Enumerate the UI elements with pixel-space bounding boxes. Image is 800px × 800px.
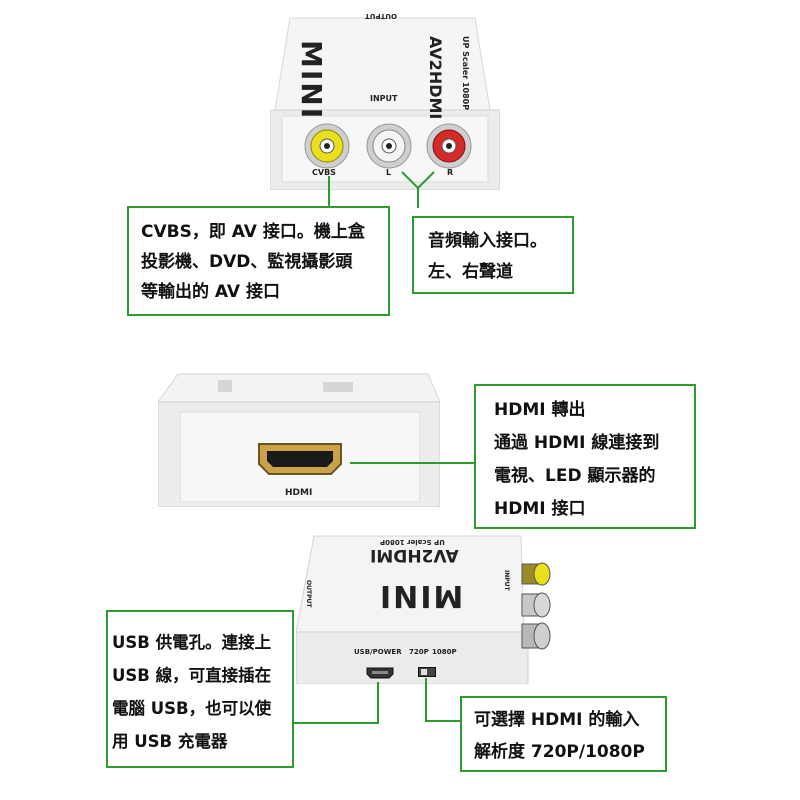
- model-text-top: AV2HDMI: [426, 36, 445, 120]
- device-middle-illustration: [157, 373, 441, 508]
- output-label-top: OUTPUT: [365, 12, 397, 20]
- input-label-bottom: INPUT: [503, 570, 510, 591]
- switch-connector-line-h: [425, 720, 462, 722]
- hdmi-callout-line-3: 電視、LED 顯示器的: [494, 466, 656, 486]
- output-label-bottom: OUTPUT: [305, 580, 312, 608]
- subtext-top: UP Scaler 1080P: [461, 36, 470, 111]
- hdmi-port-label: HDMI: [285, 488, 313, 498]
- usb-power-label: USB/POWER: [354, 648, 402, 656]
- usb-callout-line-1: USB 供電孔。連接上: [112, 633, 272, 652]
- cvbs-callout-line-2: 投影機、DVD、監視攝影頭: [141, 252, 353, 272]
- audio-callout-line-1: 音頻輸入接口。: [428, 231, 547, 251]
- res-1080-label: 1080P: [432, 648, 457, 656]
- usb-callout-line-2: USB 線，可直接插在: [112, 666, 272, 685]
- hdmi-callout-line-4: HDMI 接口: [494, 499, 586, 519]
- usb-callout: USB 供電孔。連接上 USB 線，可直接插在 電腦 USB，也可以使 用 US…: [106, 610, 294, 768]
- left-port-label: L: [386, 168, 392, 177]
- device-bottom-view: [295, 532, 556, 685]
- device-middle-view: [157, 372, 441, 508]
- hdmi-callout: HDMI 轉出 通過 HDMI 線連接到 電視、LED 顯示器的 HDMI 接口: [474, 384, 696, 529]
- resolution-callout-line-1: 可選擇 HDMI 的輸入: [474, 710, 640, 730]
- audio-connector-v: [401, 171, 435, 208]
- rca-white-jack: [365, 122, 413, 174]
- audio-callout: 音頻輸入接口。 左、右聲道: [412, 216, 574, 294]
- input-label-top: INPUT: [370, 94, 398, 103]
- res-720-label: 720P: [409, 648, 429, 656]
- hdmi-callout-line-1: HDMI 轉出: [494, 400, 586, 420]
- brand-text-top: MINI: [295, 40, 328, 121]
- resolution-switch: [418, 662, 436, 681]
- hdmi-port: [257, 442, 343, 480]
- resolution-callout-line-2: 解析度 720P/1080P: [474, 742, 645, 762]
- usb-connector-line-v: [377, 682, 379, 724]
- usb-callout-line-4: 用 USB 充電器: [112, 732, 228, 751]
- usb-connector-line-h: [292, 722, 379, 724]
- usb-callout-line-3: 電腦 USB，也可以使: [112, 699, 272, 718]
- cvbs-callout-line-1: CVBS，即 AV 接口。機上盒: [141, 222, 365, 242]
- model-text-bottom: AV2HDMI: [370, 545, 459, 565]
- audio-callout-line-2: 左、右聲道: [428, 262, 513, 282]
- resolution-callout: 可選擇 HDMI 的輸入 解析度 720P/1080P: [460, 696, 667, 772]
- subtext-bottom: UP Scaler 1080P: [380, 538, 445, 546]
- cvbs-connector-line: [328, 176, 330, 208]
- device-bottom-illustration: [295, 535, 551, 685]
- hdmi-callout-line-2: 通過 HDMI 線連接到: [494, 433, 660, 453]
- rca-yellow-jack: [303, 122, 351, 174]
- right-port-label: R: [447, 168, 454, 177]
- rca-red-jack: [425, 122, 473, 174]
- cvbs-callout-line-3: 等輸出的 AV 接口: [141, 282, 280, 302]
- brand-text-bottom: MINI: [378, 578, 464, 613]
- cvbs-callout: CVBS，即 AV 接口。機上盒 投影機、DVD、監視攝影頭 等輸出的 AV 接…: [127, 206, 390, 316]
- hdmi-connector-line: [350, 462, 475, 464]
- usb-port: [366, 664, 394, 683]
- cvbs-port-label: CVBS: [312, 168, 336, 177]
- switch-connector-line-v: [425, 678, 427, 722]
